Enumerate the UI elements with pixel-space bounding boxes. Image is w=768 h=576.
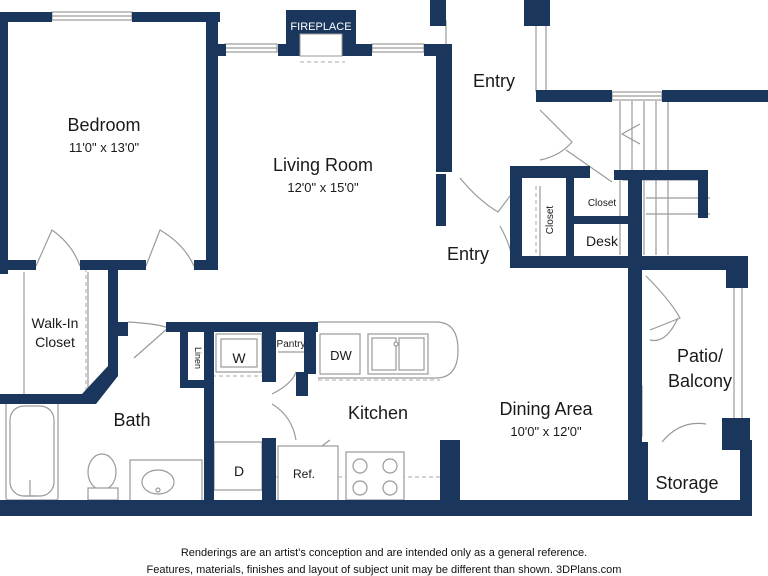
storage-label: Storage: [655, 473, 718, 493]
entry-label-top: Entry: [473, 71, 515, 91]
desk-label: Desk: [586, 233, 619, 249]
closet-vertical-label: Closet: [545, 206, 556, 235]
fireplace-label: FIREPLACE: [290, 21, 351, 33]
disclaimer-line-2: Features, materials, finishes and layout…: [146, 564, 622, 576]
walk-in-closet-label-line1: Walk-In: [32, 315, 79, 331]
door-pantry: [271, 371, 297, 395]
dashed-guides: [85, 61, 537, 478]
bedroom-dimensions: 11'0" x 13'0": [69, 140, 140, 155]
patio-label-line2: Balcony: [668, 371, 732, 391]
dishwasher-label: DW: [330, 348, 352, 363]
entry-label-bottom: Entry: [447, 244, 489, 264]
fixtures: [5, 11, 743, 503]
dining-area-dimensions: 10'0" x 12'0": [510, 424, 582, 439]
pantry-label: Pantry: [277, 339, 306, 350]
refrigerator-appliance: [277, 445, 339, 503]
dining-area-label: Dining Area: [499, 399, 593, 419]
door-entry-top: [539, 109, 573, 161]
bedroom-label: Bedroom: [67, 115, 140, 135]
living-room-label: Living Room: [273, 155, 373, 175]
door-entry-main: [459, 177, 511, 213]
walk-in-closet-label-line2: Closet: [35, 334, 75, 350]
toilet: [87, 453, 117, 491]
bath-label: Bath: [113, 410, 150, 430]
closet-small-label: Closet: [588, 198, 617, 209]
door-storage: [661, 422, 707, 443]
fireplace-box: [299, 33, 343, 57]
door-bedroom: [35, 229, 81, 267]
kitchen-label: Kitchen: [348, 403, 408, 423]
door-bath: [127, 321, 170, 359]
walls: [0, 0, 768, 516]
disclaimer-line-1: Renderings are an artist's conception an…: [180, 547, 588, 559]
living-room-dimensions: 12'0" x 15'0": [287, 180, 359, 195]
refrigerator-label: Ref.: [293, 467, 315, 481]
patio-label-line1: Patio/: [677, 346, 723, 366]
dryer-label: D: [234, 463, 244, 479]
linen-label: Linen: [193, 347, 203, 369]
counter-island: [318, 321, 459, 379]
washer-label: W: [232, 350, 246, 366]
dishwasher-appliance: [319, 333, 361, 375]
door-patio: [645, 275, 681, 331]
